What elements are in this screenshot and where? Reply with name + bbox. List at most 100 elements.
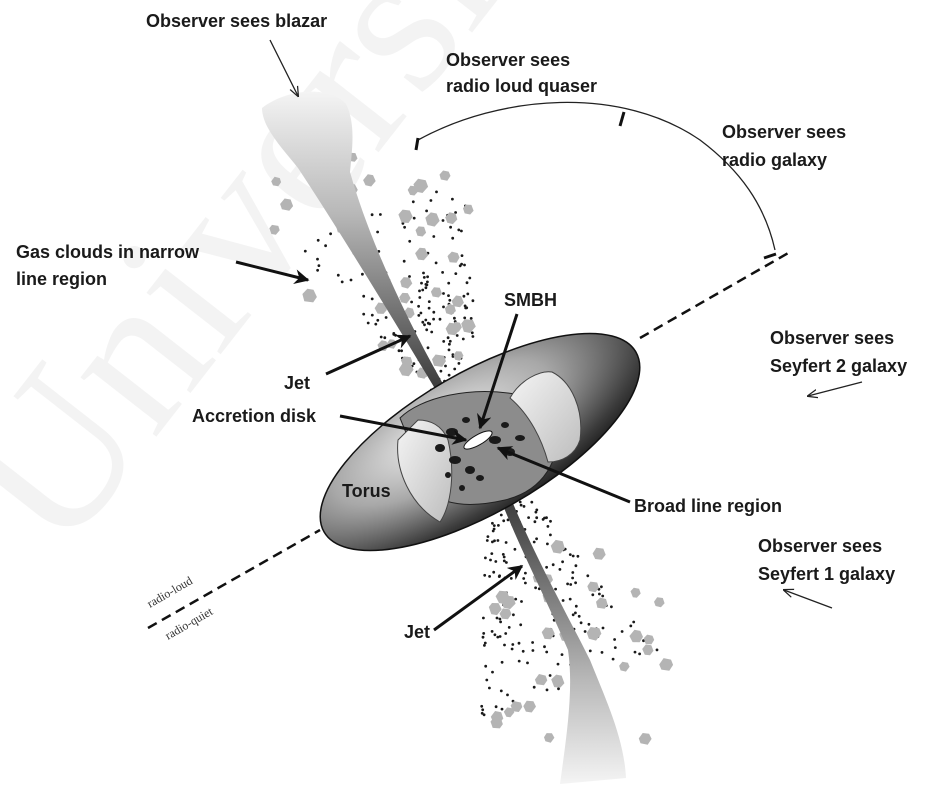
nlr-dot — [448, 349, 451, 352]
nlr-dot — [483, 644, 486, 647]
nlr-dot — [492, 530, 495, 533]
nlr-dot — [571, 577, 574, 580]
gas-cloud — [416, 226, 427, 236]
nlr-dot — [379, 213, 382, 216]
nlr-dot — [638, 653, 641, 656]
nlr-dot — [533, 541, 536, 544]
nlr-dot — [422, 272, 425, 275]
nlr-dot — [337, 274, 340, 277]
nlr-dot — [499, 621, 502, 624]
nlr-dot — [454, 272, 457, 275]
nlr-dot — [451, 198, 454, 201]
nlr-dot — [614, 646, 617, 649]
nlr-dot — [562, 599, 565, 602]
nlr-dot — [376, 319, 379, 322]
nlr-dot — [447, 282, 450, 285]
nlr-dot — [398, 349, 401, 352]
nlr-dot — [589, 650, 592, 653]
nlr-dot — [490, 552, 493, 555]
nlr-dot — [471, 331, 474, 334]
nlr-dot — [610, 605, 613, 608]
gas-cloud — [551, 675, 564, 688]
gas-cloud — [432, 355, 446, 367]
gas-cloud — [644, 635, 655, 645]
nlr-dot — [533, 686, 536, 689]
nlr-dot — [500, 690, 503, 693]
nlr-dot — [524, 572, 527, 575]
nlr-dot — [522, 577, 525, 580]
label-smbh: SMBH — [504, 290, 557, 310]
gas-cloud — [446, 323, 460, 336]
nlr-dot — [634, 651, 637, 654]
nlr-dot — [532, 649, 535, 652]
nlr-dot — [501, 708, 504, 711]
nlr-dot — [580, 621, 583, 624]
nlr-dot — [425, 328, 428, 331]
nlr-dot — [413, 217, 416, 220]
nlr-dot — [499, 618, 502, 621]
nlr-dot — [435, 262, 438, 265]
nlr-dot — [426, 281, 429, 284]
nlr-dot — [569, 583, 572, 586]
nlr-dot — [577, 555, 580, 558]
nlr-dot — [362, 313, 365, 316]
nlr-dot — [534, 586, 537, 589]
nlr-dot — [428, 307, 431, 310]
nlr-dot — [496, 617, 499, 620]
nlr-dot — [500, 514, 503, 517]
arc-tick-middle — [620, 112, 624, 126]
nlr-dot — [447, 294, 450, 297]
gas-cloud — [544, 733, 554, 743]
gas-cloud — [629, 630, 643, 643]
nlr-dot — [586, 574, 589, 577]
nlr-dot — [520, 504, 523, 507]
nlr-dot — [602, 627, 605, 630]
nlr-dot — [371, 314, 374, 317]
nlr-dot — [447, 336, 450, 339]
nlr-dot — [489, 559, 492, 562]
nlr-dot — [460, 230, 463, 233]
nlr-dot — [421, 321, 424, 324]
gas-cloud — [542, 627, 555, 639]
nlr-dot — [557, 663, 560, 666]
nlr-dot — [554, 588, 557, 591]
nlr-dot — [441, 271, 444, 274]
nlr-dot — [488, 575, 491, 578]
nlr-dot — [425, 210, 428, 213]
nlr-dot — [549, 674, 552, 677]
gas-cloud — [593, 548, 606, 560]
nlr-dot — [483, 574, 486, 577]
nlr-dot — [487, 535, 490, 538]
nlr-dot — [442, 340, 445, 343]
nlr-dot — [484, 557, 487, 560]
nlr-dot — [514, 548, 517, 551]
nlr-dot — [566, 583, 569, 586]
nlr-dot — [502, 553, 505, 556]
nlr-dot — [656, 649, 659, 652]
nlr-dot — [535, 537, 538, 540]
nlr-dot — [412, 200, 415, 203]
nlr-dot — [535, 511, 538, 514]
label-gas-clouds-line1: Gas clouds in narrow — [16, 242, 200, 262]
nlr-dot — [497, 539, 500, 542]
nlr-dot — [511, 648, 514, 651]
nlr-dot — [621, 630, 624, 633]
nlr-dot — [428, 300, 431, 303]
nlr-dot — [491, 522, 494, 525]
nlr-dot — [518, 642, 521, 645]
nlr-dot — [512, 613, 515, 616]
nlr-dot — [574, 581, 577, 584]
nlr-dot — [612, 658, 615, 661]
nlr-dot — [408, 275, 411, 278]
nlr-dot — [462, 338, 465, 341]
nlr-dot — [329, 232, 332, 235]
nlr-dot — [316, 269, 319, 272]
nlr-dot — [588, 623, 591, 626]
nlr-dot — [444, 365, 447, 368]
nlr-dot — [496, 636, 499, 639]
nlr-dot — [494, 633, 497, 636]
nlr-dot — [526, 662, 529, 665]
label-quasar-line2: radio loud quaser — [446, 76, 597, 96]
nlr-dot — [367, 322, 370, 325]
nlr-dot — [426, 275, 429, 278]
